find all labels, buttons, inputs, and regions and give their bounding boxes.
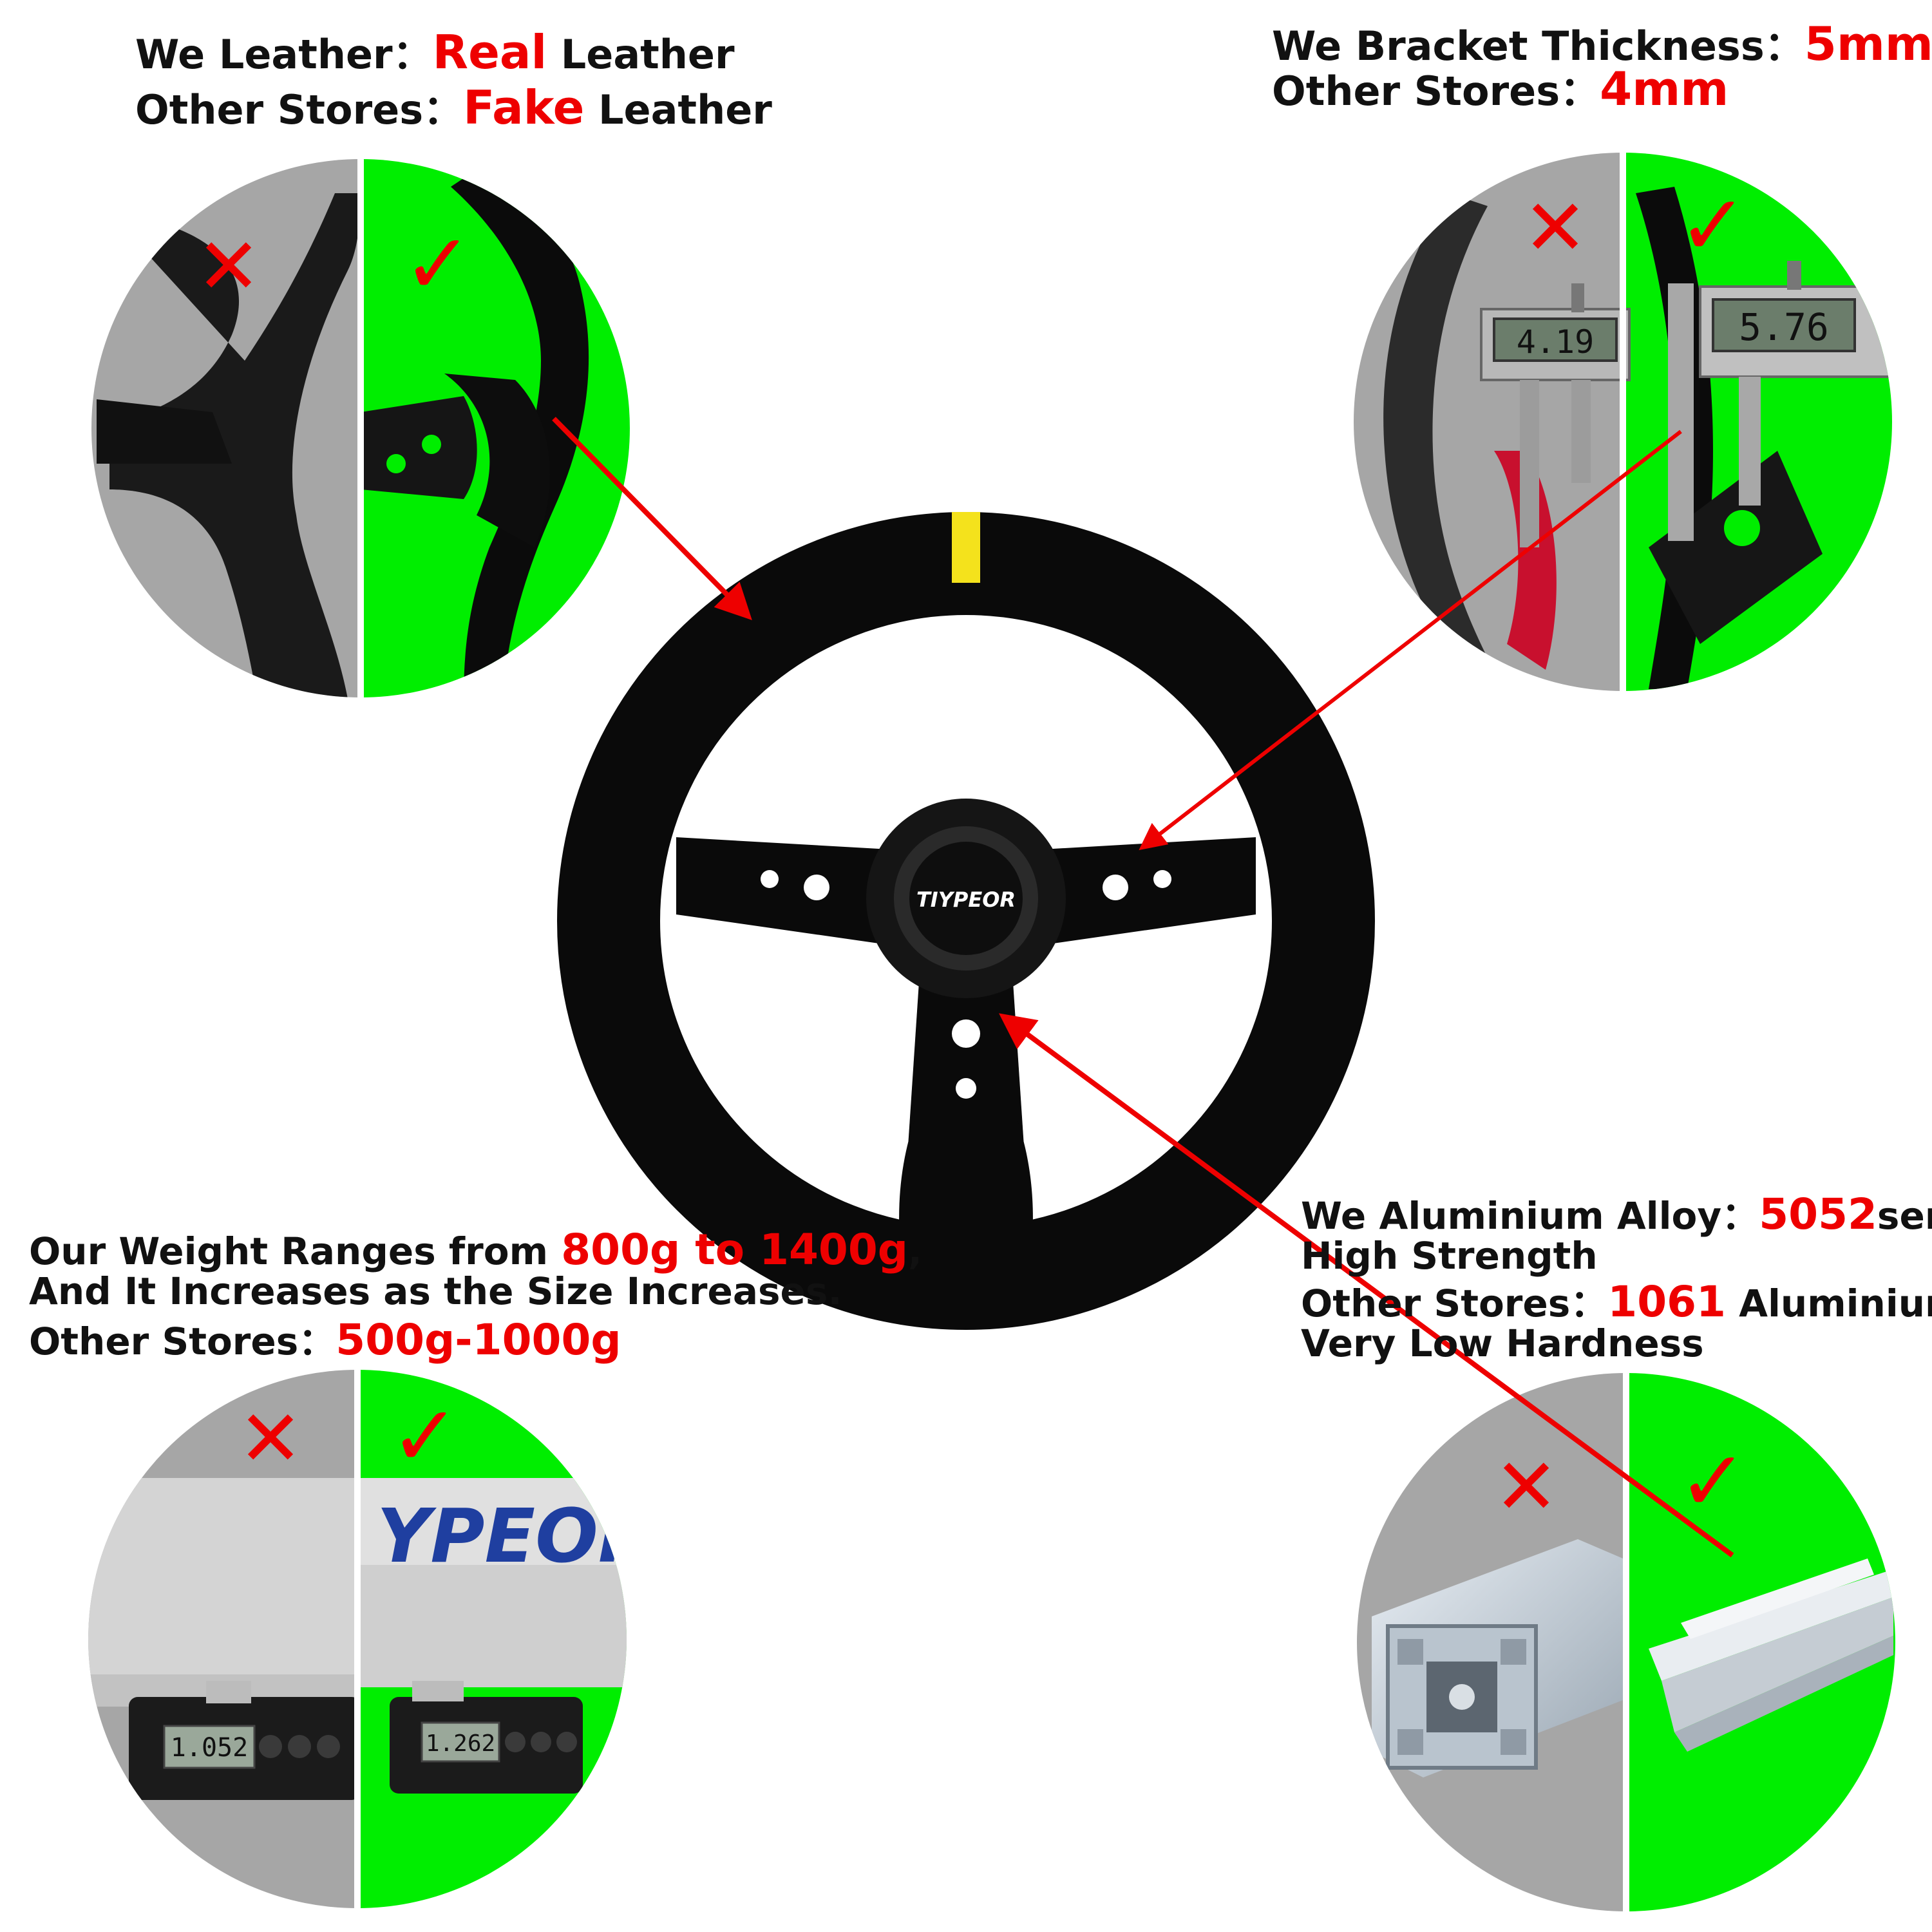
bad-cross-mark: ✕ xyxy=(238,1394,303,1484)
leather-caption: We Leather：Real Leather Other Stores：Fak… xyxy=(135,26,772,137)
leather-highlight-ours: Real xyxy=(432,25,547,79)
bracket-pointer-arrow xyxy=(1139,430,1682,851)
weight-suffix-ours: , xyxy=(908,1229,923,1273)
scale-bad-reading: 1.052 xyxy=(171,1733,248,1763)
flat-aluminium-bars xyxy=(1649,1571,1893,1681)
carbon-wheel-rim xyxy=(1383,193,1501,683)
leather-suffix-ours: Leather xyxy=(547,31,735,78)
alloy-label-others: Other Stores： xyxy=(1301,1282,1608,1325)
bracket-highlight-ours: 5mm xyxy=(1804,17,1932,71)
bracket-highlight-others: 4mm xyxy=(1600,62,1729,116)
alloy-suffix-others: Aluminium xyxy=(1739,1282,1932,1325)
aluminium-caption: We Aluminium Alloy：5052series, High Stre… xyxy=(1301,1193,1932,1365)
fake-leather-wheel xyxy=(109,193,361,697)
leather-label-others: Other Stores： xyxy=(135,86,464,133)
weight-label-ours: Our Weight Ranges from xyxy=(29,1229,562,1273)
weight-highlight-others: 500g-1000g xyxy=(336,1315,621,1365)
leather-highlight-others: Fake xyxy=(463,80,585,135)
leather-label-ours: We Leather： xyxy=(135,31,433,78)
hub-logo: TIYPEOR xyxy=(916,887,1016,912)
alloy-note-ours: High Strength xyxy=(1301,1234,1598,1278)
real-leather-wheel xyxy=(451,161,589,697)
pointer-arrows xyxy=(552,417,1734,1558)
weight-comparison-circle: YPEOR 1.052 1.262 xyxy=(88,1370,655,1908)
bad-cross-mark: ✕ xyxy=(196,222,261,312)
good-check-mark: ✓ xyxy=(1678,176,1748,274)
bracket-thickness-comparison-circle: 4.19 5.76 xyxy=(1354,153,1892,691)
good-check-mark: ✓ xyxy=(1678,1432,1748,1530)
bad-cross-mark: ✕ xyxy=(1494,1443,1559,1532)
steering-wheel: TIYPEOR xyxy=(557,512,1375,1330)
caliper-good-reading: 5.76 xyxy=(1739,305,1829,349)
bad-cross-mark: ✕ xyxy=(1523,184,1588,273)
leather-suffix-others: Leather xyxy=(584,86,772,133)
alloy-highlight-others: 1061 xyxy=(1607,1277,1726,1327)
weight-caption: Our Weight Ranges from 800g to 1400g, An… xyxy=(29,1229,923,1363)
bracket-label-ours: We Bracket Thickness： xyxy=(1272,23,1804,70)
alloy-suffix-ours: series, xyxy=(1877,1194,1932,1238)
aluminium-pointer-arrow xyxy=(998,1013,1734,1558)
bracket-good xyxy=(1649,451,1823,644)
leather-pointer-arrow xyxy=(552,417,752,620)
bottom-spoke xyxy=(908,953,1024,1146)
weight-label-others: Other Stores： xyxy=(29,1320,336,1363)
bracket-caption: We Bracket Thickness：5mm Other Stores：4m… xyxy=(1272,21,1932,116)
box-bad xyxy=(88,1478,357,1703)
right-spoke xyxy=(1030,837,1256,947)
weight-highlight-ours: 800g to 1400g xyxy=(561,1225,909,1274)
alloy-highlight-ours: 5052 xyxy=(1759,1189,1877,1239)
bracket-label-others: Other Stores： xyxy=(1272,68,1600,115)
alloy-label-ours: We Aluminium Alloy： xyxy=(1301,1194,1759,1238)
caliper-bad-reading: 4.19 xyxy=(1517,323,1594,361)
scale-good-reading: 1.262 xyxy=(426,1730,495,1757)
left-spoke xyxy=(676,837,902,947)
brand-partial-text: YPEOR xyxy=(377,1493,655,1580)
alloy-note-others: Very Low Hardness xyxy=(1301,1321,1704,1365)
weight-note: And It Increases as the Size Increases. xyxy=(29,1269,842,1313)
good-check-mark: ✓ xyxy=(390,1387,460,1485)
yellow-center-stripe xyxy=(952,512,980,583)
good-check-mark: ✓ xyxy=(403,215,473,313)
